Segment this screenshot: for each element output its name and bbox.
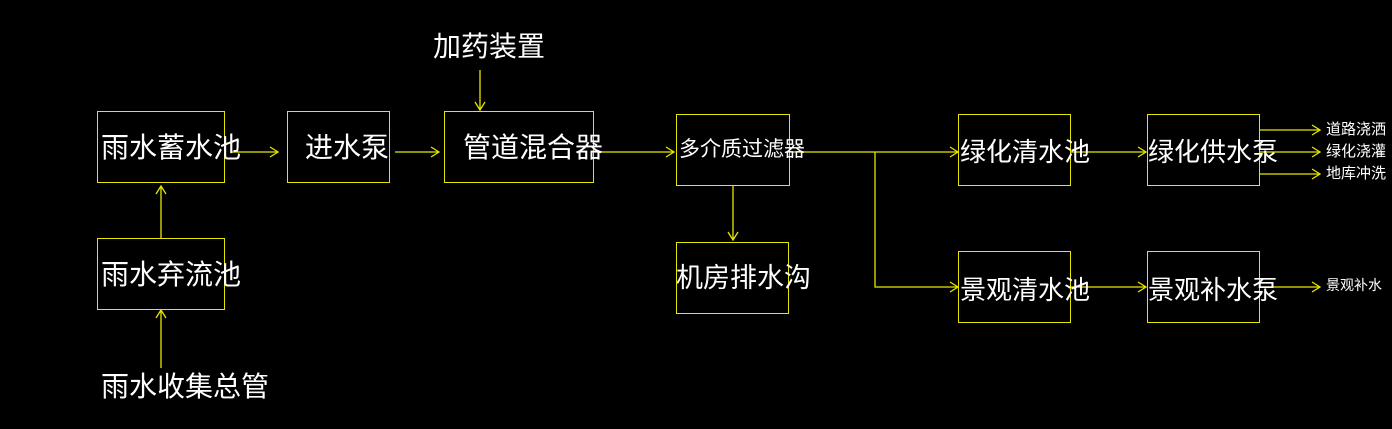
multimedia-filter-box — [676, 114, 790, 186]
landscape-makeup-pump-label: 景观补水泵 — [1148, 276, 1279, 306]
arrow-flush-to-storage — [155, 184, 167, 238]
arrow-green-pool-to-pump — [1071, 146, 1148, 158]
first-flush-pool-box — [97, 238, 225, 310]
arrow-road-watering — [1260, 124, 1322, 136]
first-flush-pool-label: 雨水弃流池 — [101, 258, 242, 291]
arrow-landscape-makeup — [1260, 281, 1322, 293]
inlet-pump-label: 进水泵 — [305, 131, 390, 164]
arrow-mixer-to-filter — [594, 146, 676, 158]
arrow-filter-to-drain — [727, 186, 739, 242]
landscape-makeup-label: 景观补水 — [1326, 278, 1382, 294]
dosing-device-label: 加药装置 — [433, 30, 546, 63]
arrow-dosing-to-mixer — [474, 70, 486, 112]
green-supply-pump-box — [1147, 114, 1260, 186]
multimedia-filter-label: 多介质过滤器 — [679, 137, 805, 161]
green-clear-pool-box — [958, 114, 1071, 186]
rain-storage-pool-box — [97, 111, 225, 183]
arrow-pump-to-mixer — [395, 146, 441, 158]
rain-storage-pool-label: 雨水蓄水池 — [101, 131, 242, 164]
collection-main-label: 雨水收集总管 — [101, 370, 270, 403]
green-supply-pump-label: 绿化供水泵 — [1148, 138, 1279, 168]
green-clear-pool-label: 绿化清水池 — [960, 138, 1091, 168]
green-irrigation-label: 绿化浇灌 — [1326, 142, 1387, 160]
arrow-storage-to-pump — [232, 146, 280, 158]
drain-trench-box — [676, 242, 789, 314]
inlet-pump-box — [287, 111, 390, 183]
garage-flushing-label: 地库冲洗 — [1326, 164, 1387, 182]
arrow-garage-flushing — [1260, 168, 1322, 180]
arrow-main-to-flush — [155, 308, 167, 368]
landscape-clear-pool-box — [958, 251, 1071, 323]
arrow-filter-to-green-pool — [790, 146, 960, 158]
pipe-mixer-label: 管道混合器 — [463, 131, 604, 164]
road-watering-label: 道路浇洒 — [1326, 120, 1387, 138]
arrow-filter-to-landscape-pool — [874, 152, 960, 293]
arrow-landscape-pool-to-pump — [1071, 281, 1148, 293]
pipe-mixer-box — [444, 111, 594, 183]
drain-trench-label: 机房排水沟 — [676, 263, 811, 294]
landscape-clear-pool-label: 景观清水池 — [960, 276, 1091, 306]
arrow-green-irrigation — [1260, 146, 1322, 158]
landscape-makeup-pump-box — [1147, 251, 1260, 323]
